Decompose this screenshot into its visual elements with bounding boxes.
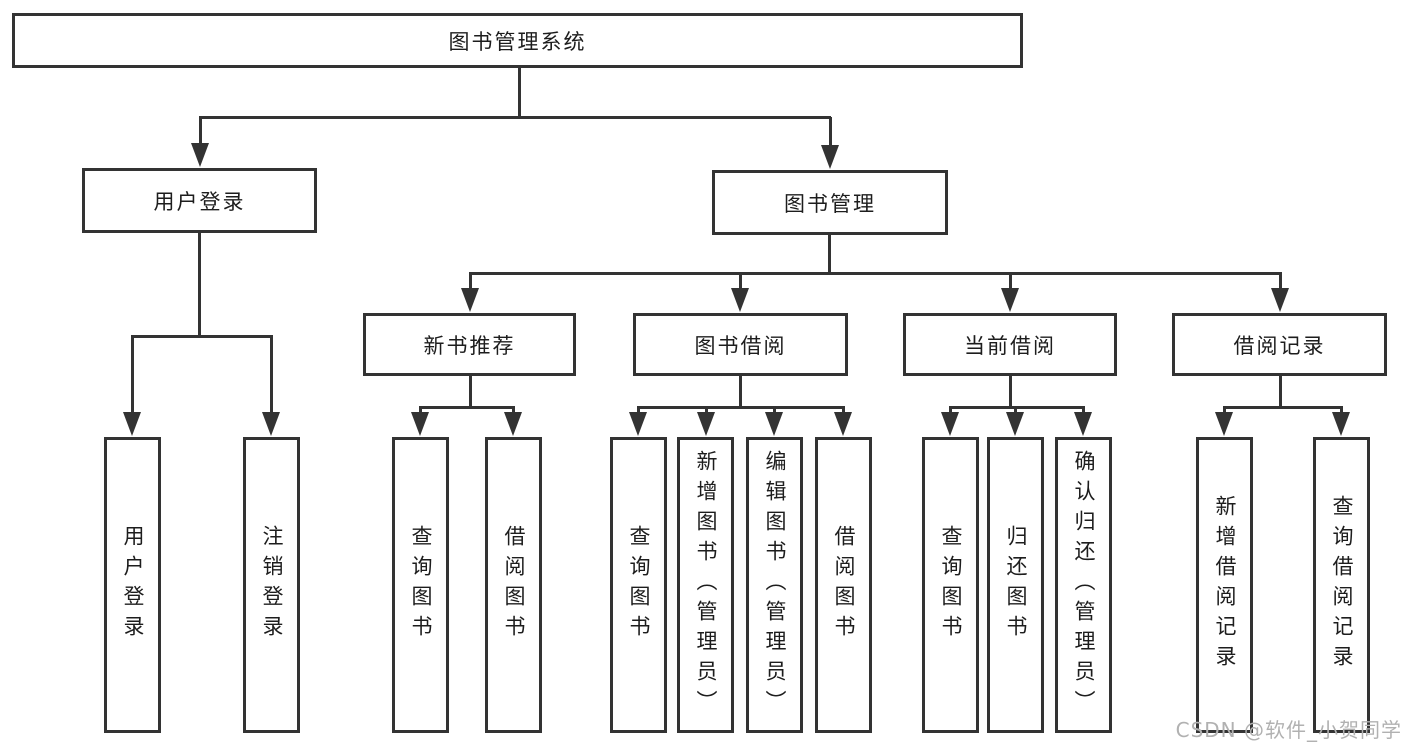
connector-line xyxy=(1279,376,1282,409)
node-label: 确认归还（管理员） xyxy=(1072,450,1096,720)
connector-line xyxy=(739,376,742,409)
arrowhead-down-icon xyxy=(191,143,209,167)
leaf-add-borrow-record: 新增借阅记录 xyxy=(1196,437,1253,733)
arrowhead-down-icon xyxy=(697,412,715,436)
arrowhead-down-icon xyxy=(1074,412,1092,436)
leaf-user-login: 用户登录 xyxy=(104,437,161,733)
leaf-borrow-books: 借阅图书 xyxy=(815,437,872,733)
node-label: 新书推荐 xyxy=(423,333,516,358)
connector-line xyxy=(199,116,831,119)
connector-line xyxy=(1223,406,1343,409)
leaf-logout: 注销登录 xyxy=(243,437,300,733)
arrowhead-down-icon xyxy=(123,412,141,436)
arrowhead-down-icon xyxy=(834,412,852,436)
node-label: 借阅记录 xyxy=(1233,333,1326,358)
node-label: 查询图书 xyxy=(939,525,963,645)
node-label: 图书管理系统 xyxy=(448,29,587,54)
leaf-add-book-admin: 新增图书（管理员） xyxy=(677,437,734,733)
connector-line xyxy=(518,68,521,119)
arrowhead-down-icon xyxy=(941,412,959,436)
arrowhead-down-icon xyxy=(461,288,479,312)
connector-line xyxy=(469,272,472,291)
leaf-return-books: 归还图书 xyxy=(987,437,1044,733)
arrowhead-down-icon xyxy=(262,412,280,436)
node-user-login: 用户登录 xyxy=(82,168,317,233)
watermark: CSDN @软件_小贺同学 xyxy=(1175,718,1402,742)
node-book-management: 图书管理 xyxy=(712,170,948,235)
connector-line xyxy=(199,117,202,147)
node-label: 查询借阅记录 xyxy=(1330,495,1354,675)
connector-line xyxy=(270,336,273,419)
leaf-query-borrow-record: 查询借阅记录 xyxy=(1313,437,1370,733)
arrowhead-down-icon xyxy=(1215,412,1233,436)
leaf-confirm-return-admin: 确认归还（管理员） xyxy=(1055,437,1112,733)
node-label: 图书借阅 xyxy=(694,333,787,358)
arrowhead-down-icon xyxy=(731,288,749,312)
node-label: 查询图书 xyxy=(409,525,433,645)
connector-line xyxy=(828,235,831,275)
leaf-query-books-current: 查询图书 xyxy=(922,437,979,733)
connector-line xyxy=(1009,272,1012,291)
node-label: 编辑图书（管理员） xyxy=(763,450,787,720)
node-label: 图书管理 xyxy=(784,191,876,216)
node-label: 新增借阅记录 xyxy=(1213,495,1237,675)
node-label: 用户登录 xyxy=(121,525,145,645)
node-current-borrowing: 当前借阅 xyxy=(903,313,1117,376)
arrowhead-down-icon xyxy=(1006,412,1024,436)
connector-line xyxy=(198,233,201,338)
leaf-query-books-borrow: 查询图书 xyxy=(610,437,667,733)
arrowhead-down-icon xyxy=(629,412,647,436)
node-label: 用户登录 xyxy=(153,189,246,214)
connector-line xyxy=(637,406,845,409)
node-label: 归还图书 xyxy=(1004,525,1028,645)
leaf-edit-book-admin: 编辑图书（管理员） xyxy=(746,437,803,733)
connector-line xyxy=(469,272,1281,275)
connector-line xyxy=(829,117,832,149)
connector-line xyxy=(949,406,1085,409)
node-label: 新增图书（管理员） xyxy=(694,450,718,720)
connector-line xyxy=(1009,376,1012,409)
connector-line xyxy=(739,272,742,291)
node-label: 借阅图书 xyxy=(832,525,856,645)
node-label: 当前借阅 xyxy=(964,333,1056,358)
arrowhead-down-icon xyxy=(1332,412,1350,436)
node-book-borrowing: 图书借阅 xyxy=(633,313,848,376)
leaf-borrow-books-recommend: 借阅图书 xyxy=(485,437,542,733)
connector-line xyxy=(131,336,134,419)
node-label: 借阅图书 xyxy=(502,525,526,645)
node-library-management-system: 图书管理系统 xyxy=(12,13,1023,68)
arrowhead-down-icon xyxy=(1001,288,1019,312)
connector-line xyxy=(469,376,472,409)
node-label: 查询图书 xyxy=(627,525,651,645)
node-new-book-recommendation: 新书推荐 xyxy=(363,313,576,376)
arrowhead-down-icon xyxy=(411,412,429,436)
arrowhead-down-icon xyxy=(821,145,839,169)
arrowhead-down-icon xyxy=(504,412,522,436)
connector-line xyxy=(419,406,515,409)
arrowhead-down-icon xyxy=(1271,288,1289,312)
connector-line xyxy=(131,335,273,338)
arrowhead-down-icon xyxy=(765,412,783,436)
node-borrowing-records: 借阅记录 xyxy=(1172,313,1387,376)
node-label: 注销登录 xyxy=(260,525,284,645)
connector-line xyxy=(1279,272,1282,291)
leaf-query-books-recommend: 查询图书 xyxy=(392,437,449,733)
